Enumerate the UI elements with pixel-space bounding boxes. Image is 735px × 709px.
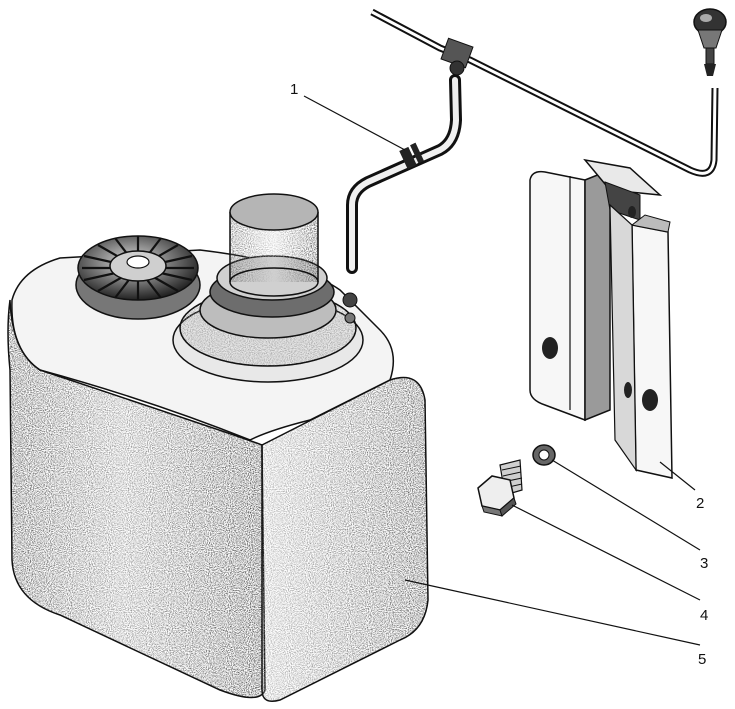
washer-hose — [346, 74, 463, 274]
tank-front-face — [8, 300, 265, 698]
callout-number-4: 4 — [700, 607, 708, 624]
washer-tube — [370, 8, 719, 177]
leader-line-2 — [659, 461, 696, 491]
leader-line-3 — [551, 459, 701, 551]
washer-pump — [172, 193, 364, 383]
tee-connector — [440, 37, 474, 76]
tank-side-face — [262, 377, 428, 702]
leader-lines — [303, 95, 701, 646]
mounting-bracket — [529, 158, 673, 479]
callout-number-1: 1 — [290, 81, 298, 98]
bolt — [477, 459, 523, 517]
lock-washer — [532, 444, 556, 466]
callout-number-2: 2 — [696, 495, 704, 512]
callout-number-3: 3 — [700, 555, 708, 572]
filler-cap — [75, 235, 201, 320]
leader-line-5 — [404, 579, 701, 646]
leader-line-1 — [303, 95, 406, 151]
leader-line-4 — [511, 504, 701, 601]
callout-number-5: 5 — [698, 651, 706, 668]
washer-nozzle — [693, 8, 727, 76]
